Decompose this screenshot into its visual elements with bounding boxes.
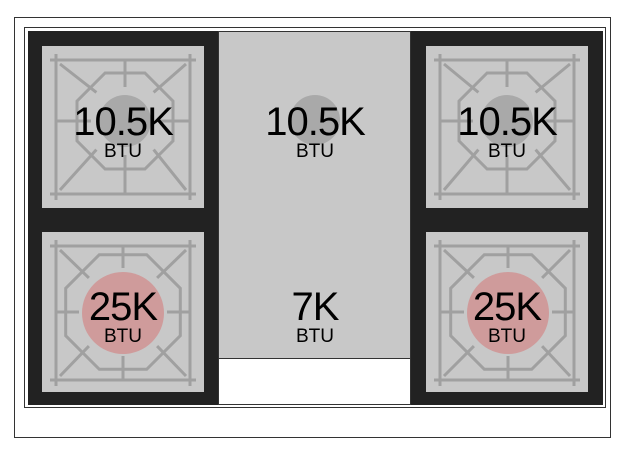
burner-label-center-rear: 10.5K BTU xyxy=(235,102,395,161)
btu-unit: BTU xyxy=(488,141,526,162)
burner-cap-left-front xyxy=(82,272,164,354)
burner-label-left-front: 25K BTU xyxy=(43,287,203,346)
btu-value: 25K xyxy=(88,285,158,329)
btu-value: 7K xyxy=(291,285,340,329)
grate-wire-right-front xyxy=(434,240,580,386)
burner-cap-right-rear xyxy=(481,95,533,147)
btu-unit: BTU xyxy=(296,326,334,347)
grate-wire-left-front xyxy=(50,240,196,386)
burner-cap-right-front xyxy=(467,272,549,354)
btu-value: 25K xyxy=(472,285,542,329)
burner-label-right-rear: 10.5K BTU xyxy=(427,102,587,161)
burner-cap-left-rear xyxy=(99,95,151,147)
grate-wire-left-rear xyxy=(50,54,196,200)
burner-cap-center-rear xyxy=(290,95,340,145)
burner-label-right-front: 25K BTU xyxy=(427,287,587,346)
center-panel xyxy=(218,31,411,359)
grate-wire-right-rear xyxy=(434,54,580,200)
burner-label-center-front: 7K BTU xyxy=(235,287,395,346)
btu-value: 10.5K xyxy=(73,100,174,144)
btu-value: 10.5K xyxy=(265,100,366,144)
btu-unit: BTU xyxy=(296,141,334,162)
burner-label-left-rear: 10.5K BTU xyxy=(43,102,203,161)
center-opening xyxy=(218,358,411,405)
btu-unit: BTU xyxy=(488,326,526,347)
btu-value: 10.5K xyxy=(457,100,558,144)
btu-unit: BTU xyxy=(104,326,142,347)
btu-unit: BTU xyxy=(104,141,142,162)
